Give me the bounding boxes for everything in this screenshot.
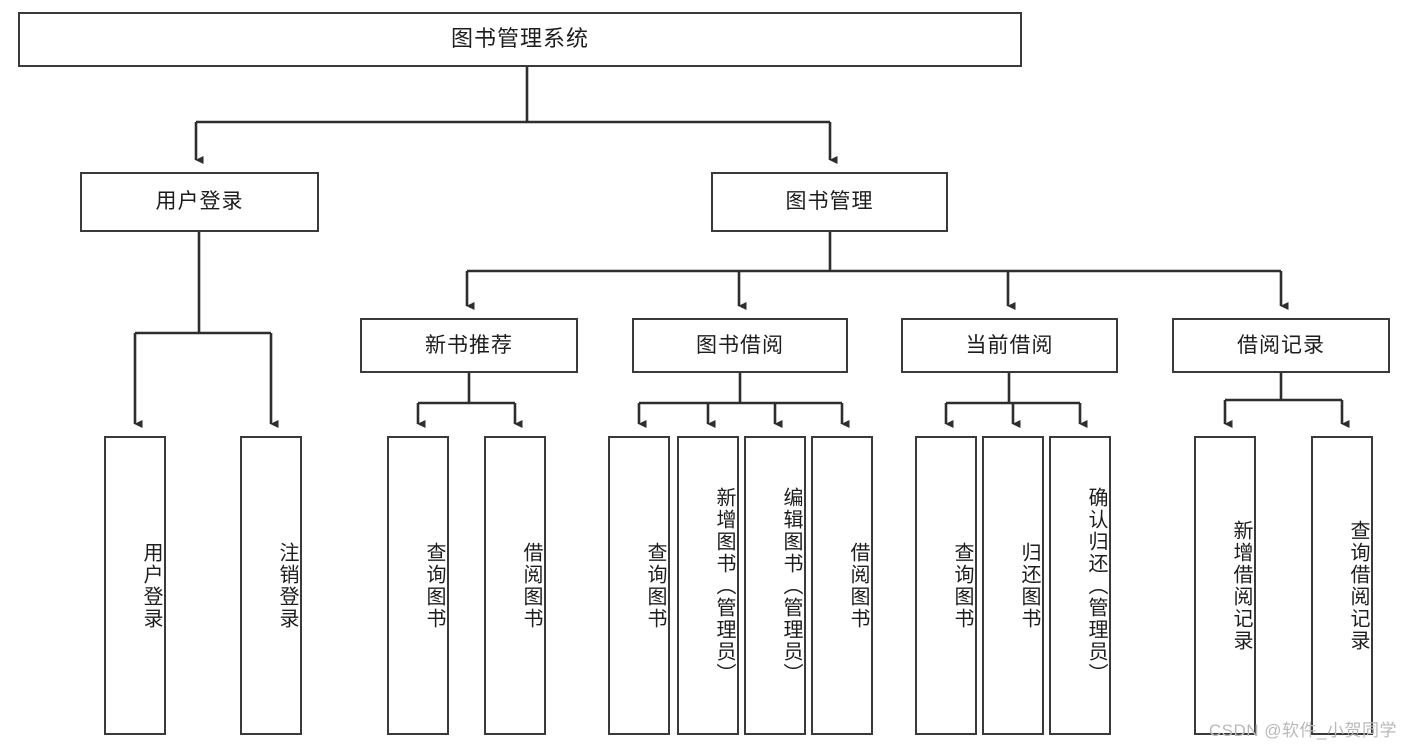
csdn-watermark: CSDN @软件_小贺同学 [1208, 721, 1397, 740]
leaf-add-borrow-record[interactable]: 新增借阅记录 [1194, 436, 1256, 735]
node-label: 图书管理系统 [450, 26, 589, 52]
node-label: 归还图书 [1018, 541, 1040, 630]
node-label: 图书借阅 [696, 333, 784, 357]
leaf-return-book[interactable]: 归还图书 [982, 436, 1044, 735]
node-label: 编辑图书（管理员） [780, 486, 802, 685]
node-root-system[interactable]: 图书管理系统 [18, 12, 1022, 67]
node-current-borrow[interactable]: 当前借阅 [901, 318, 1118, 373]
node-label: 新书推荐 [425, 333, 513, 357]
node-label: 新增借阅记录 [1230, 519, 1252, 652]
node-user-login[interactable]: 用户登录 [80, 172, 319, 232]
leaf-edit-book-admin[interactable]: 编辑图书（管理员） [744, 436, 806, 735]
leaf-logout-login[interactable]: 注销登录 [240, 436, 302, 735]
leaf-add-book-admin[interactable]: 新增图书（管理员） [677, 436, 739, 735]
node-book-borrow[interactable]: 图书借阅 [632, 318, 848, 373]
leaf-borrow-book[interactable]: 借阅图书 [811, 436, 873, 735]
node-label: 查询图书 [951, 541, 973, 630]
leaf-query-book-borrow[interactable]: 查询图书 [608, 436, 670, 735]
node-label: 当前借阅 [965, 333, 1054, 357]
node-label: 查询图书 [423, 541, 445, 630]
node-borrow-record[interactable]: 借阅记录 [1172, 318, 1390, 373]
node-label: 新增图书（管理员） [713, 486, 735, 685]
node-label: 借阅图书 [520, 541, 542, 630]
node-label: 借阅记录 [1237, 333, 1325, 357]
node-label: 查询借阅记录 [1347, 519, 1369, 652]
leaf-user-login[interactable]: 用户登录 [104, 436, 166, 735]
leaf-confirm-return-admin[interactable]: 确认归还（管理员） [1049, 436, 1111, 735]
leaf-borrow-book-recommend[interactable]: 借阅图书 [484, 436, 546, 735]
leaf-query-book-recommend[interactable]: 查询图书 [387, 436, 449, 735]
leaf-query-borrow-record[interactable]: 查询借阅记录 [1311, 436, 1373, 735]
node-label: 确认归还（管理员） [1085, 486, 1107, 685]
node-label: 用户登录 [155, 190, 244, 214]
node-label: 用户登录 [140, 541, 162, 630]
leaf-query-book-current[interactable]: 查询图书 [915, 436, 977, 735]
node-label: 借阅图书 [847, 541, 869, 630]
node-new-book-recommend[interactable]: 新书推荐 [360, 318, 578, 373]
node-label: 查询图书 [644, 541, 666, 630]
node-book-management[interactable]: 图书管理 [711, 172, 948, 232]
node-label: 图书管理 [785, 190, 874, 214]
node-label: 注销登录 [276, 541, 298, 630]
